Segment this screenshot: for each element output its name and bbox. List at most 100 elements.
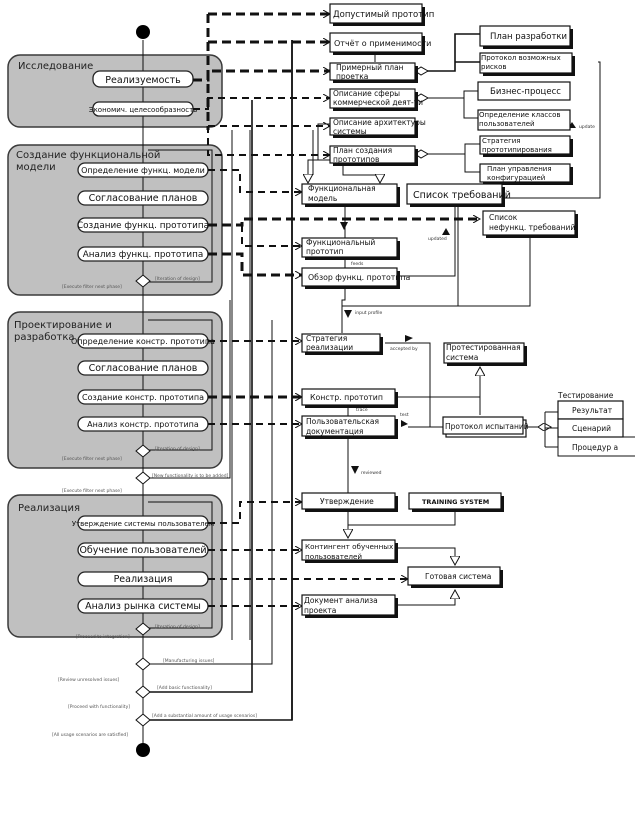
svg-text:Анализ констр. прототипа: Анализ констр. прототипа xyxy=(87,420,199,429)
object-acceptable-prototype[interactable]: Допустимый прототип xyxy=(329,3,434,26)
guard-all-scenarios: [All usage scenarios are satisfied] xyxy=(52,732,128,738)
guard-exit-design: [Execute filter next phase] xyxy=(62,456,122,462)
object-approval[interactable]: Утверждение xyxy=(301,492,398,512)
object-test-procedure[interactable]: Процедур а xyxy=(557,436,635,457)
svg-text:Процедур а: Процедур а xyxy=(572,443,618,452)
object-func-prototype-review[interactable]: Обзор функц. прототипа xyxy=(301,267,410,289)
svg-text:Анализ функц. прототипа: Анализ функц. прототипа xyxy=(83,250,204,260)
activity-create-func-prototype[interactable]: Создание функц. прототипа xyxy=(77,217,209,233)
flow-to-nonfunc xyxy=(208,219,480,227)
svg-text:Реализуемость: Реализуемость xyxy=(105,75,181,86)
activity-market-analysis[interactable]: Анализ рынка системы xyxy=(77,598,209,614)
activity-define-func-model[interactable]: Определение функц. модели xyxy=(77,162,209,178)
activity-analyze-func-prototype[interactable]: Анализ функц. прототипа xyxy=(77,246,209,262)
guard-proceed-functionality: [Proceed with functionality] xyxy=(68,704,130,710)
guard-iteration-functional: [Iteration of design] xyxy=(155,276,200,282)
object-test-scenario[interactable]: Сценарий xyxy=(557,418,624,438)
svg-text:Констр. прототип: Констр. прототип xyxy=(310,393,383,402)
activity-create-design-prototype[interactable]: Создание констр. прототипа xyxy=(77,389,209,405)
decision-basic-functionality xyxy=(135,685,151,699)
rel-update xyxy=(500,61,601,199)
guard-exit-functional: [Execute filter next phase] xyxy=(62,284,122,290)
guard-manufacturing: [Manufacturing issues] xyxy=(163,658,215,664)
activity-feasibility[interactable]: Реализуемость xyxy=(92,70,194,88)
svg-text:Создание констр. прототипа: Создание констр. прототипа xyxy=(82,393,204,402)
activity-analyze-design-prototype[interactable]: Анализ констр. прототипа xyxy=(77,416,209,432)
note-accepted: accepted by xyxy=(390,346,418,352)
object-ready-system[interactable]: Готовая система xyxy=(407,566,503,588)
note-flag-icon xyxy=(340,222,348,230)
svg-text:Согласование планов: Согласование планов xyxy=(89,193,198,204)
svg-text:Обзор функц. прототипа: Обзор функц. прототипа xyxy=(308,273,410,282)
object-test-result[interactable]: Результат xyxy=(557,400,624,420)
activity-economic-feasibility[interactable]: Экономич. целесообразность xyxy=(89,101,198,117)
loop-back-implementation xyxy=(148,501,213,629)
svg-text:Создание функц. прототипа: Создание функц. прототипа xyxy=(77,221,209,231)
rel-business-classes xyxy=(463,98,480,119)
swimlane-title-research: Исследование xyxy=(18,61,93,72)
activity-user-training[interactable]: Обучение пользователей xyxy=(77,542,209,558)
note-flag-icon xyxy=(405,335,413,342)
activity-agree-plans-1[interactable]: Согласование планов xyxy=(77,190,209,206)
object-dev-plan[interactable]: План разработки xyxy=(479,25,573,49)
activity-define-design-prototype[interactable]: Опрределение констр. прототипа xyxy=(71,333,215,349)
rel-plan-devplan xyxy=(415,33,480,72)
rel-plan-strategy xyxy=(415,143,480,155)
object-applicability-report[interactable]: Отчёт о применимости xyxy=(329,32,431,55)
flow-to-functional-model xyxy=(208,169,302,192)
object-requirements-list[interactable]: Список требований xyxy=(406,183,511,207)
note-flag-icon xyxy=(344,310,352,318)
rel-review-strategy xyxy=(341,288,346,333)
note-flag-icon xyxy=(351,466,359,474)
decision-functional xyxy=(135,274,151,288)
activity-user-approval[interactable]: Утверждение системы пользователем xyxy=(72,515,214,531)
decision-design xyxy=(135,444,151,458)
svg-text:Тестирование: Тестирование xyxy=(557,391,614,400)
loop-back-design xyxy=(148,319,213,451)
activity-implementation[interactable]: Реализация xyxy=(77,571,209,587)
object-design-prototype[interactable]: Констр. прототип xyxy=(301,388,398,408)
object-training-system[interactable]: TRAINING SYSTEM xyxy=(408,492,504,512)
svg-text:Допустимый прототип: Допустимый прототип xyxy=(333,10,434,20)
guard-iteration-implementation: [Iteration of design] xyxy=(155,624,200,630)
svg-text:Утверждение: Утверждение xyxy=(320,497,374,506)
object-test-protocol[interactable]: Протокол испытаний xyxy=(442,416,529,438)
rel-to-func-model xyxy=(308,159,330,183)
swimlane-title-design: Проектирование и разработка xyxy=(14,320,115,343)
note-update: update xyxy=(579,124,595,130)
activity-agree-plans-2[interactable]: Согласование планов xyxy=(77,360,209,376)
rel-to-requirements xyxy=(342,164,380,183)
svg-text:Список требований: Список требований xyxy=(413,190,511,201)
loop-add-basic xyxy=(150,100,253,693)
object-business-process[interactable]: Бизнес-процесс xyxy=(477,81,571,101)
guard-iteration-design: [Iteration of design] xyxy=(155,446,200,452)
note-updated: updated xyxy=(428,236,447,242)
